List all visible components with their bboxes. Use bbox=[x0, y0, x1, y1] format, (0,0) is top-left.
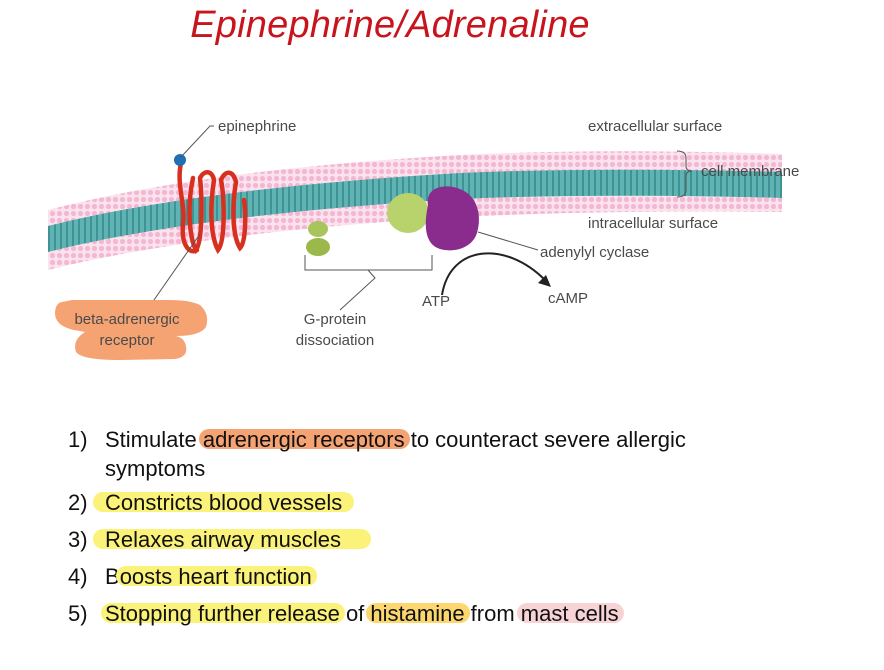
highlight-boosts: oosts heart function bbox=[119, 564, 312, 589]
highlight-relaxes: Relaxes airway muscles bbox=[105, 527, 341, 552]
receptor-signaling-diagram: epinephrine extracellular surface cell m… bbox=[48, 118, 799, 360]
arrow-head-icon bbox=[538, 275, 551, 287]
item-text: to counteract severe allergic bbox=[404, 427, 686, 452]
highlight-adrenergic-receptors: adrenergic receptors bbox=[202, 427, 405, 452]
label-camp: cAMP bbox=[548, 290, 588, 307]
label-beta-adrenergic: beta-adrenergic bbox=[74, 311, 180, 328]
epinephrine-molecule bbox=[174, 154, 186, 166]
label-cell-membrane: cell membrane bbox=[701, 163, 799, 180]
item-number: 3) bbox=[68, 527, 88, 552]
item-text: of bbox=[339, 601, 371, 626]
list-item: 1) Stimulate adrenergic receptors to coun… bbox=[68, 421, 686, 484]
highlight-constricts: Constricts blood vessels bbox=[105, 490, 343, 515]
item-number: 2) bbox=[68, 490, 88, 515]
label-receptor: receptor bbox=[99, 332, 154, 349]
atp-to-camp-arrow bbox=[441, 252, 546, 296]
highlight-mast-cells: mast cells bbox=[520, 601, 619, 626]
item-number: 4) bbox=[68, 564, 88, 589]
effects-list: 1) Stimulate adrenergic receptors to coun… bbox=[68, 421, 686, 632]
item-text: B bbox=[105, 564, 120, 589]
receptor-label-highlight bbox=[55, 300, 208, 360]
page-title: Epinephrine/Adrenaline bbox=[190, 4, 590, 46]
list-item: 5)Stopping further release of histamine … bbox=[68, 595, 686, 632]
item-number: 5) bbox=[68, 601, 88, 626]
item-continuation: symptoms bbox=[105, 456, 206, 481]
highlight-stopping: Stopping further release bbox=[105, 601, 340, 626]
adenylyl-cyclase-shape bbox=[425, 186, 479, 251]
g-protein-subunits bbox=[306, 193, 429, 256]
item-text: Stimulate bbox=[105, 427, 203, 452]
label-atp: ATP bbox=[422, 293, 450, 310]
label-dissociation: dissociation bbox=[296, 332, 374, 349]
highlight-histamine: histamine bbox=[370, 601, 465, 626]
label-g-protein: G-protein bbox=[304, 311, 367, 328]
label-extracellular-surface: extracellular surface bbox=[588, 118, 722, 135]
list-item: 3) Relaxes airway muscles bbox=[68, 521, 686, 558]
item-text: from bbox=[464, 601, 521, 626]
item-number: 1) bbox=[68, 427, 88, 452]
label-epinephrine: epinephrine bbox=[218, 118, 296, 135]
label-intracellular-surface: intracellular surface bbox=[588, 215, 718, 232]
list-item: 2) Constricts blood vessels bbox=[68, 484, 686, 521]
beta-adrenergic-receptor-shape bbox=[177, 160, 248, 255]
list-item: 4) Boosts heart function bbox=[68, 558, 686, 595]
label-adenylyl-cyclase: adenylyl cyclase bbox=[540, 244, 649, 261]
